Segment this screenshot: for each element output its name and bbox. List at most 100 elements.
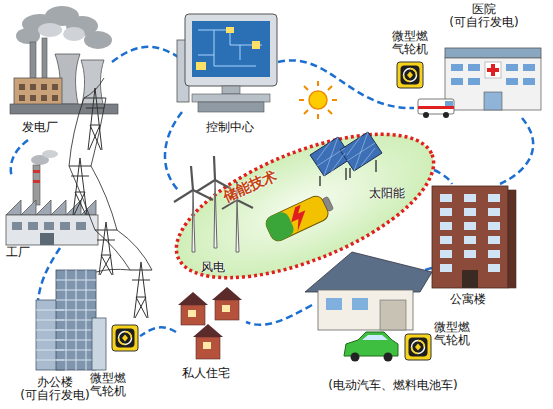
private-house xyxy=(196,337,220,359)
solar-panel xyxy=(317,132,375,176)
power-plant xyxy=(81,60,104,104)
apartment-building xyxy=(440,264,452,272)
control-center xyxy=(198,102,264,112)
apartment-building xyxy=(432,186,516,288)
apartment-building xyxy=(488,222,500,230)
power-plant xyxy=(41,95,47,101)
power-line xyxy=(69,78,152,272)
factory xyxy=(33,165,40,205)
control-center xyxy=(226,27,234,33)
wind-turbine xyxy=(196,156,235,192)
apartment-building xyxy=(488,236,500,244)
hospital xyxy=(443,112,449,118)
power-line xyxy=(69,166,95,230)
network-line xyxy=(140,327,176,336)
transmission-tower xyxy=(69,158,91,215)
office-building xyxy=(36,270,96,370)
power-plant xyxy=(63,27,85,41)
power-plant xyxy=(19,95,25,101)
house xyxy=(326,298,342,310)
hospital xyxy=(418,99,454,114)
label-holder: 微型燃 气轮机 xyxy=(88,372,129,399)
house xyxy=(318,290,413,330)
network-line xyxy=(434,170,452,184)
turbine-icon xyxy=(112,325,138,351)
factory xyxy=(6,215,98,245)
label-holder: 发电厂 xyxy=(22,121,58,134)
label-holder: 医院 (可自行发电) xyxy=(442,3,526,30)
apartment-building xyxy=(440,208,452,216)
network-line xyxy=(246,305,312,325)
hospital xyxy=(451,78,463,85)
solar-panel xyxy=(310,132,382,186)
hospital xyxy=(468,64,480,71)
transmission-tower xyxy=(84,88,106,150)
apartment-building xyxy=(464,236,476,244)
control-center xyxy=(196,27,260,70)
private-house xyxy=(215,300,239,320)
solar-panel xyxy=(317,137,345,176)
factory xyxy=(44,222,54,230)
solar-panel xyxy=(340,132,382,171)
battery xyxy=(322,196,333,211)
private-house xyxy=(212,287,242,300)
apartment-label: 公寓楼 xyxy=(450,293,486,306)
solar-panel xyxy=(320,168,346,186)
office-building xyxy=(66,270,86,370)
apartment-building xyxy=(440,222,452,230)
factory xyxy=(6,150,98,245)
network-line xyxy=(11,140,28,178)
wind-turbine xyxy=(174,156,253,252)
apartment-building xyxy=(464,208,476,216)
solar-label: 太阳能 xyxy=(369,186,405,200)
hospital xyxy=(445,101,453,106)
control-center-label: 控制中心 xyxy=(206,121,254,134)
hospital xyxy=(451,64,535,85)
power-plant xyxy=(14,78,62,108)
battery xyxy=(264,191,337,243)
factory xyxy=(12,222,22,230)
control-center xyxy=(198,30,262,66)
turbine-icon xyxy=(397,62,423,88)
control-center xyxy=(185,14,277,86)
office-building xyxy=(36,270,106,370)
private-house xyxy=(181,305,205,325)
network-line xyxy=(500,118,533,184)
wind-turbine xyxy=(174,166,213,202)
electric-car xyxy=(384,353,393,362)
plant-label: 发电厂 xyxy=(22,121,58,134)
transmission-tower xyxy=(130,262,152,318)
power-line xyxy=(96,269,130,272)
hospital xyxy=(418,106,454,109)
power-plant xyxy=(30,84,36,90)
hospital xyxy=(506,64,518,71)
control-center xyxy=(198,30,262,66)
control-center xyxy=(222,86,240,94)
power-plant xyxy=(19,84,58,101)
solar-panel xyxy=(310,137,352,176)
factory xyxy=(33,180,40,183)
power-line xyxy=(84,78,104,98)
apartment-building xyxy=(462,270,478,288)
wind-turbine xyxy=(222,182,253,209)
apartment-building xyxy=(464,194,476,202)
electric-car xyxy=(344,332,398,356)
power-line xyxy=(95,230,130,270)
power-line xyxy=(69,98,84,166)
factory xyxy=(60,222,70,230)
house xyxy=(352,298,368,310)
label-holder: 微型燃 气轮机 xyxy=(432,321,473,348)
apartment-building xyxy=(440,250,452,258)
text-holder: 太阳能 xyxy=(369,186,405,200)
control-center xyxy=(177,14,277,112)
label-holder: 私人住宅 xyxy=(182,367,230,380)
hospital xyxy=(423,112,429,118)
apartment-building xyxy=(488,208,500,216)
apartment-building xyxy=(508,190,516,288)
house xyxy=(305,252,432,330)
network-line xyxy=(112,47,180,62)
hospital xyxy=(445,58,541,110)
wind-turbine xyxy=(192,190,195,252)
hospital xyxy=(418,48,541,118)
apartment-building xyxy=(440,236,452,244)
